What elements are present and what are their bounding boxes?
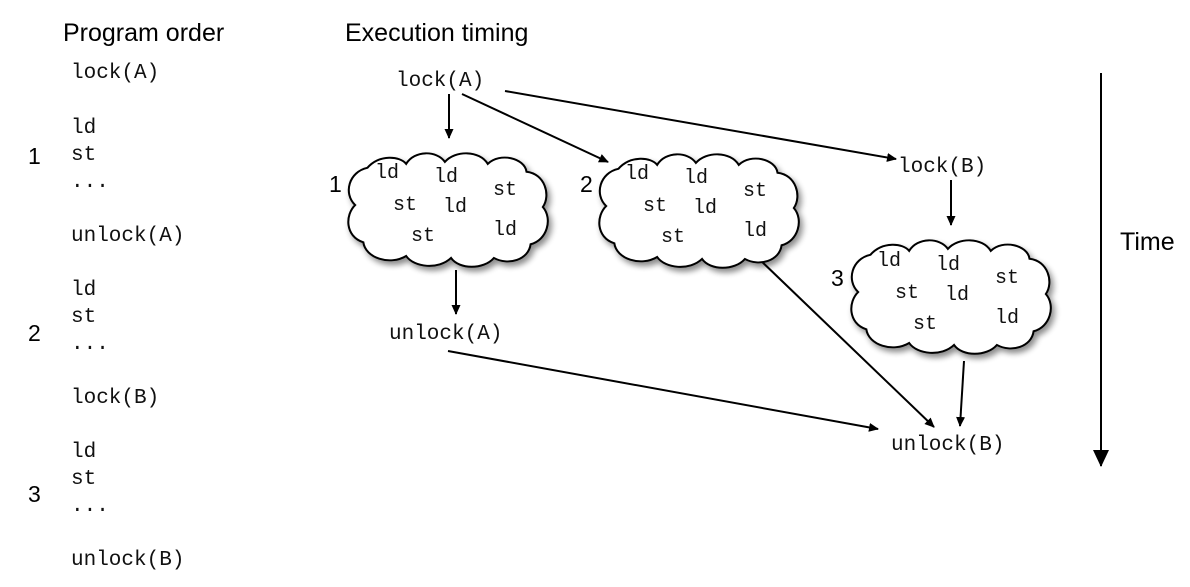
cloud-3: ld ld st st ld st ld [850, 239, 1052, 355]
program-line: unlock(B) [71, 549, 185, 572]
cloud-word: ld [493, 219, 517, 242]
cloud-word: st [895, 282, 919, 305]
cloud-word: ld [443, 196, 467, 219]
cloud-word: ld [877, 250, 901, 273]
arrow-lockA-lockB [504, 90, 897, 162]
cloud-word: ld [945, 284, 969, 307]
cloud-word: st [995, 267, 1019, 290]
cloud-word: ld [684, 167, 708, 190]
section-number: 3 [28, 481, 41, 507]
arrow-lockA-cloud2 [461, 93, 609, 163]
cloud-word: ld [693, 197, 717, 220]
cloud-label: 1 [329, 171, 342, 197]
time-label: Time [1120, 228, 1175, 256]
cloud-label: 2 [580, 171, 593, 197]
program-line: st [71, 468, 97, 491]
cloud-2: ld ld st st ld st ld [598, 153, 800, 269]
arrow-cloud3-unlockB [956, 360, 966, 427]
execution-timing-title: Execution timing [345, 19, 529, 47]
cloud-word: ld [995, 307, 1019, 330]
cloud-word: st [493, 179, 517, 202]
cloud-word: ld [375, 162, 399, 185]
program-line: ld [71, 117, 97, 140]
program-line: unlock(A) [71, 225, 185, 248]
cloud-word: st [913, 313, 937, 336]
section-number: 2 [28, 320, 41, 346]
program-line: lock(B) [71, 387, 160, 410]
cloud-word: ld [434, 166, 458, 189]
section-number: 1 [28, 143, 41, 169]
cloud-word: st [661, 226, 685, 249]
cloud-1: ld ld st st ld st ld [347, 152, 549, 268]
cloud-word: st [743, 180, 767, 203]
program-line: ... [71, 333, 109, 356]
program-line: st [71, 144, 97, 167]
unlock-a-node: unlock(A) [389, 323, 502, 346]
cloud-word: ld [743, 220, 767, 243]
program-line: ld [71, 279, 97, 302]
arrow-cloud2-unlockB [756, 256, 935, 428]
program-line: lock(A) [71, 62, 160, 85]
program-line: ... [71, 171, 109, 194]
lock-b-node: lock(B) [898, 156, 986, 179]
cloud-word: ld [936, 254, 960, 277]
unlock-b-node: unlock(B) [891, 434, 1004, 457]
cloud-word: ld [625, 163, 649, 186]
lock-a-node: lock(A) [396, 70, 484, 93]
cloud-word: st [643, 195, 667, 218]
program-order-title: Program order [63, 19, 225, 47]
program-line: ld [71, 441, 97, 464]
program-line: ... [71, 495, 109, 518]
cloud-label: 3 [831, 265, 844, 291]
cloud-word: st [411, 225, 435, 248]
arrow-unlockA-unlockB [447, 350, 879, 432]
program-line: st [71, 306, 97, 329]
cloud-word: st [393, 194, 417, 217]
